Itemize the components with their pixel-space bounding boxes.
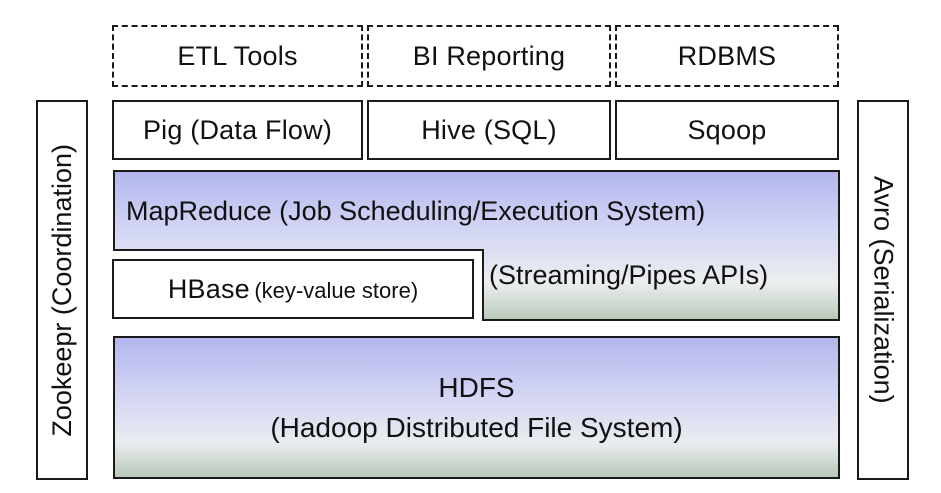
avro-box: Avro (Serialization) [857,100,909,480]
hive-box: Hive (SQL) [367,100,611,160]
etl-tools-box: ETL Tools [112,25,363,87]
hdfs-title: HDFS [438,371,515,403]
hbase-box: HBase (key-value store) [112,259,474,319]
zookeeper-box: Zookeepr (Coordination) [36,100,88,480]
mapreduce-title: MapReduce (Job Scheduling/Execution Syst… [126,196,706,226]
avro-label: Avro (Serialization) [868,176,899,404]
etl-tools-label: ETL Tools [177,40,298,71]
bi-reporting-label: BI Reporting [412,40,566,71]
hbase-name: HBase [167,273,250,304]
mapreduce-outline [113,170,840,321]
mapreduce-subtitle: (Streaming/Pipes APIs) [489,260,769,290]
sqoop-box: Sqoop [615,100,839,160]
hive-label: Hive (SQL) [421,114,557,145]
hdfs-subtitle: (Hadoop Distributed File System) [270,411,683,443]
rdbms-box: RDBMS [615,25,839,87]
bi-reporting-box: BI Reporting [367,25,611,87]
rdbms-label: RDBMS [677,40,777,71]
pig-box: Pig (Data Flow) [112,100,363,160]
hbase-label: HBase (key-value store) [168,274,418,305]
hbase-detail: (key-value store) [254,277,419,303]
hdfs-box: HDFS (Hadoop Distributed File System) [113,336,840,479]
pig-label: Pig (Data Flow) [142,114,333,145]
sqoop-label: Sqoop [687,114,767,145]
